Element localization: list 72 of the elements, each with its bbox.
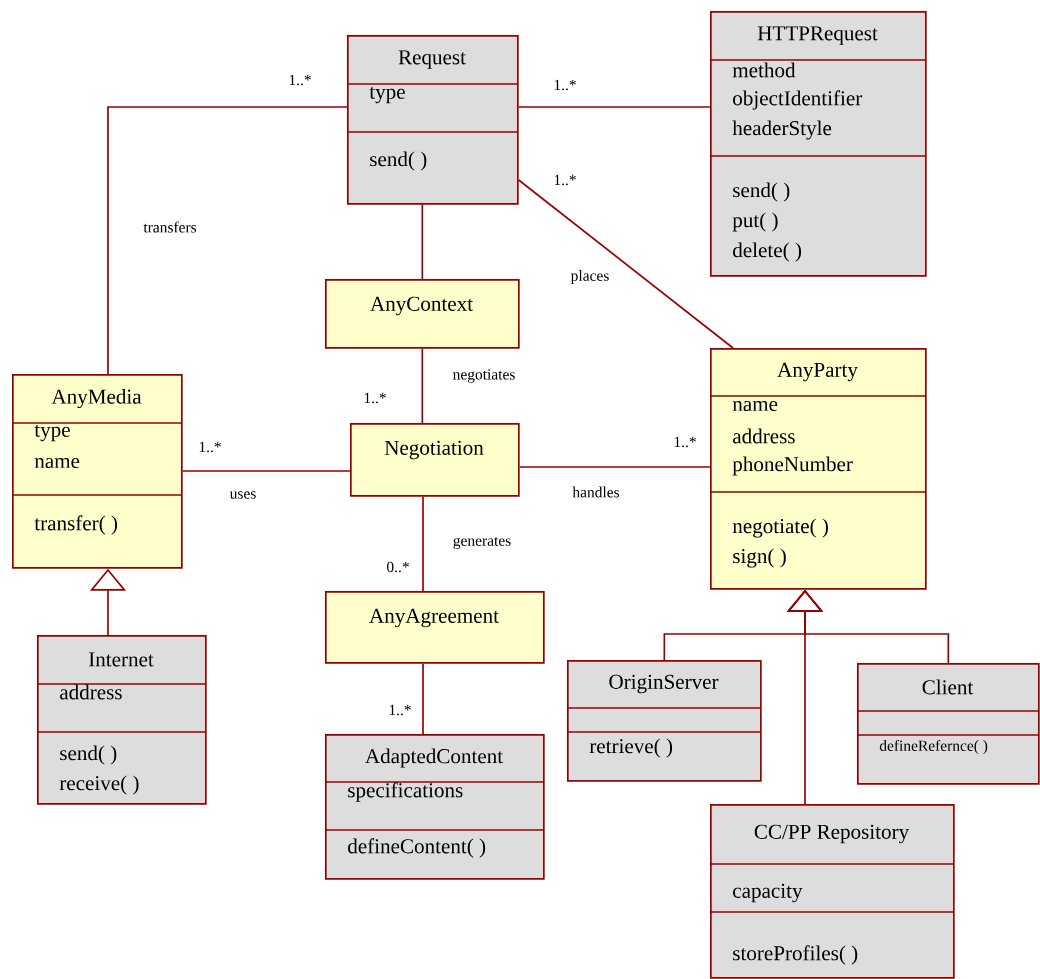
multiplicity-label: 1..* [674,436,696,448]
multiplicity-label: 1..* [199,441,221,453]
multiplicity-label: 1..* [389,704,411,716]
multiplicity-label: 1..* [289,74,311,86]
class-box [325,591,545,664]
association-line [181,470,351,472]
class-name: OriginServer [609,674,719,694]
class-name: AnyAgreement [369,608,499,628]
association-line [421,347,424,424]
multiplicity-label: 0..* [387,561,409,573]
attribute-text: phoneNumber [732,456,853,476]
edge-label: uses [228,489,258,501]
multiplicity-label: 1..* [364,392,386,404]
attribute-text: name [732,400,778,412]
attribute-text: headerStyle [732,120,832,140]
association-line [421,203,424,280]
attribute-text: name [34,457,80,469]
attribute-text: method [732,62,796,78]
operation-text: transfer( ) [34,515,118,535]
attribute-text: specifications [348,782,463,802]
class-box [856,663,1040,785]
attribute-text: capacity [733,883,803,903]
association-line [518,466,711,468]
class-box [350,423,520,497]
operation-text: send( ) [370,151,427,171]
operation-text: send( ) [60,745,117,765]
operation-text: put( ) [732,212,778,232]
class-name: Internet [89,652,154,667]
edge-label: places [569,268,611,286]
class-box [325,279,520,349]
association-line [517,179,734,349]
multiplicity-label: 1..* [554,79,576,91]
edge-label: negotiates [451,367,517,385]
edge-label: handles [571,485,622,499]
class-box [709,804,955,979]
class-box [709,11,927,277]
attribute-text: address [60,684,122,700]
class-name: HTTPRequest [757,26,878,45]
association-line [422,662,424,735]
class-box [346,35,519,205]
operation-text: defineRefernce( ) [879,739,988,755]
class-box [36,635,207,805]
edge-label: generates [451,535,513,551]
class-box [11,374,183,569]
operation-text: negotiate( ) [732,518,828,538]
class-name: CC/PP Repository [754,824,910,844]
operation-text: defineContent( ) [348,838,486,858]
association-line [517,106,711,108]
operation-text: retrieve( ) [589,738,673,758]
operation-text: sign( ) [733,548,786,568]
operation-text: send( ) [733,182,790,202]
class-box [324,734,545,880]
class-name: Client [922,679,974,695]
class-name: Negotiation [384,440,484,460]
class-box [566,660,762,782]
operation-text: storeProfiles( ) [733,945,858,965]
edge-label: transfers [142,220,199,234]
class-name: Request [398,50,466,69]
attribute-text: address [733,428,795,444]
association-line [422,495,424,592]
attribute-text: type [34,424,70,442]
class-name: AdaptedContent [365,748,503,768]
class-name: AnyMedia [51,388,142,409]
class-box [709,348,927,590]
attribute-text: type [369,86,405,104]
association-line [107,106,348,375]
class-name: AnyContext [370,296,473,316]
class-name: AnyParty [777,362,858,382]
operation-text: delete( ) [733,242,801,262]
operation-text: receive( ) [59,775,139,795]
attribute-text: objectIdentifier [733,90,863,110]
multiplicity-label: 1..* [554,174,576,186]
